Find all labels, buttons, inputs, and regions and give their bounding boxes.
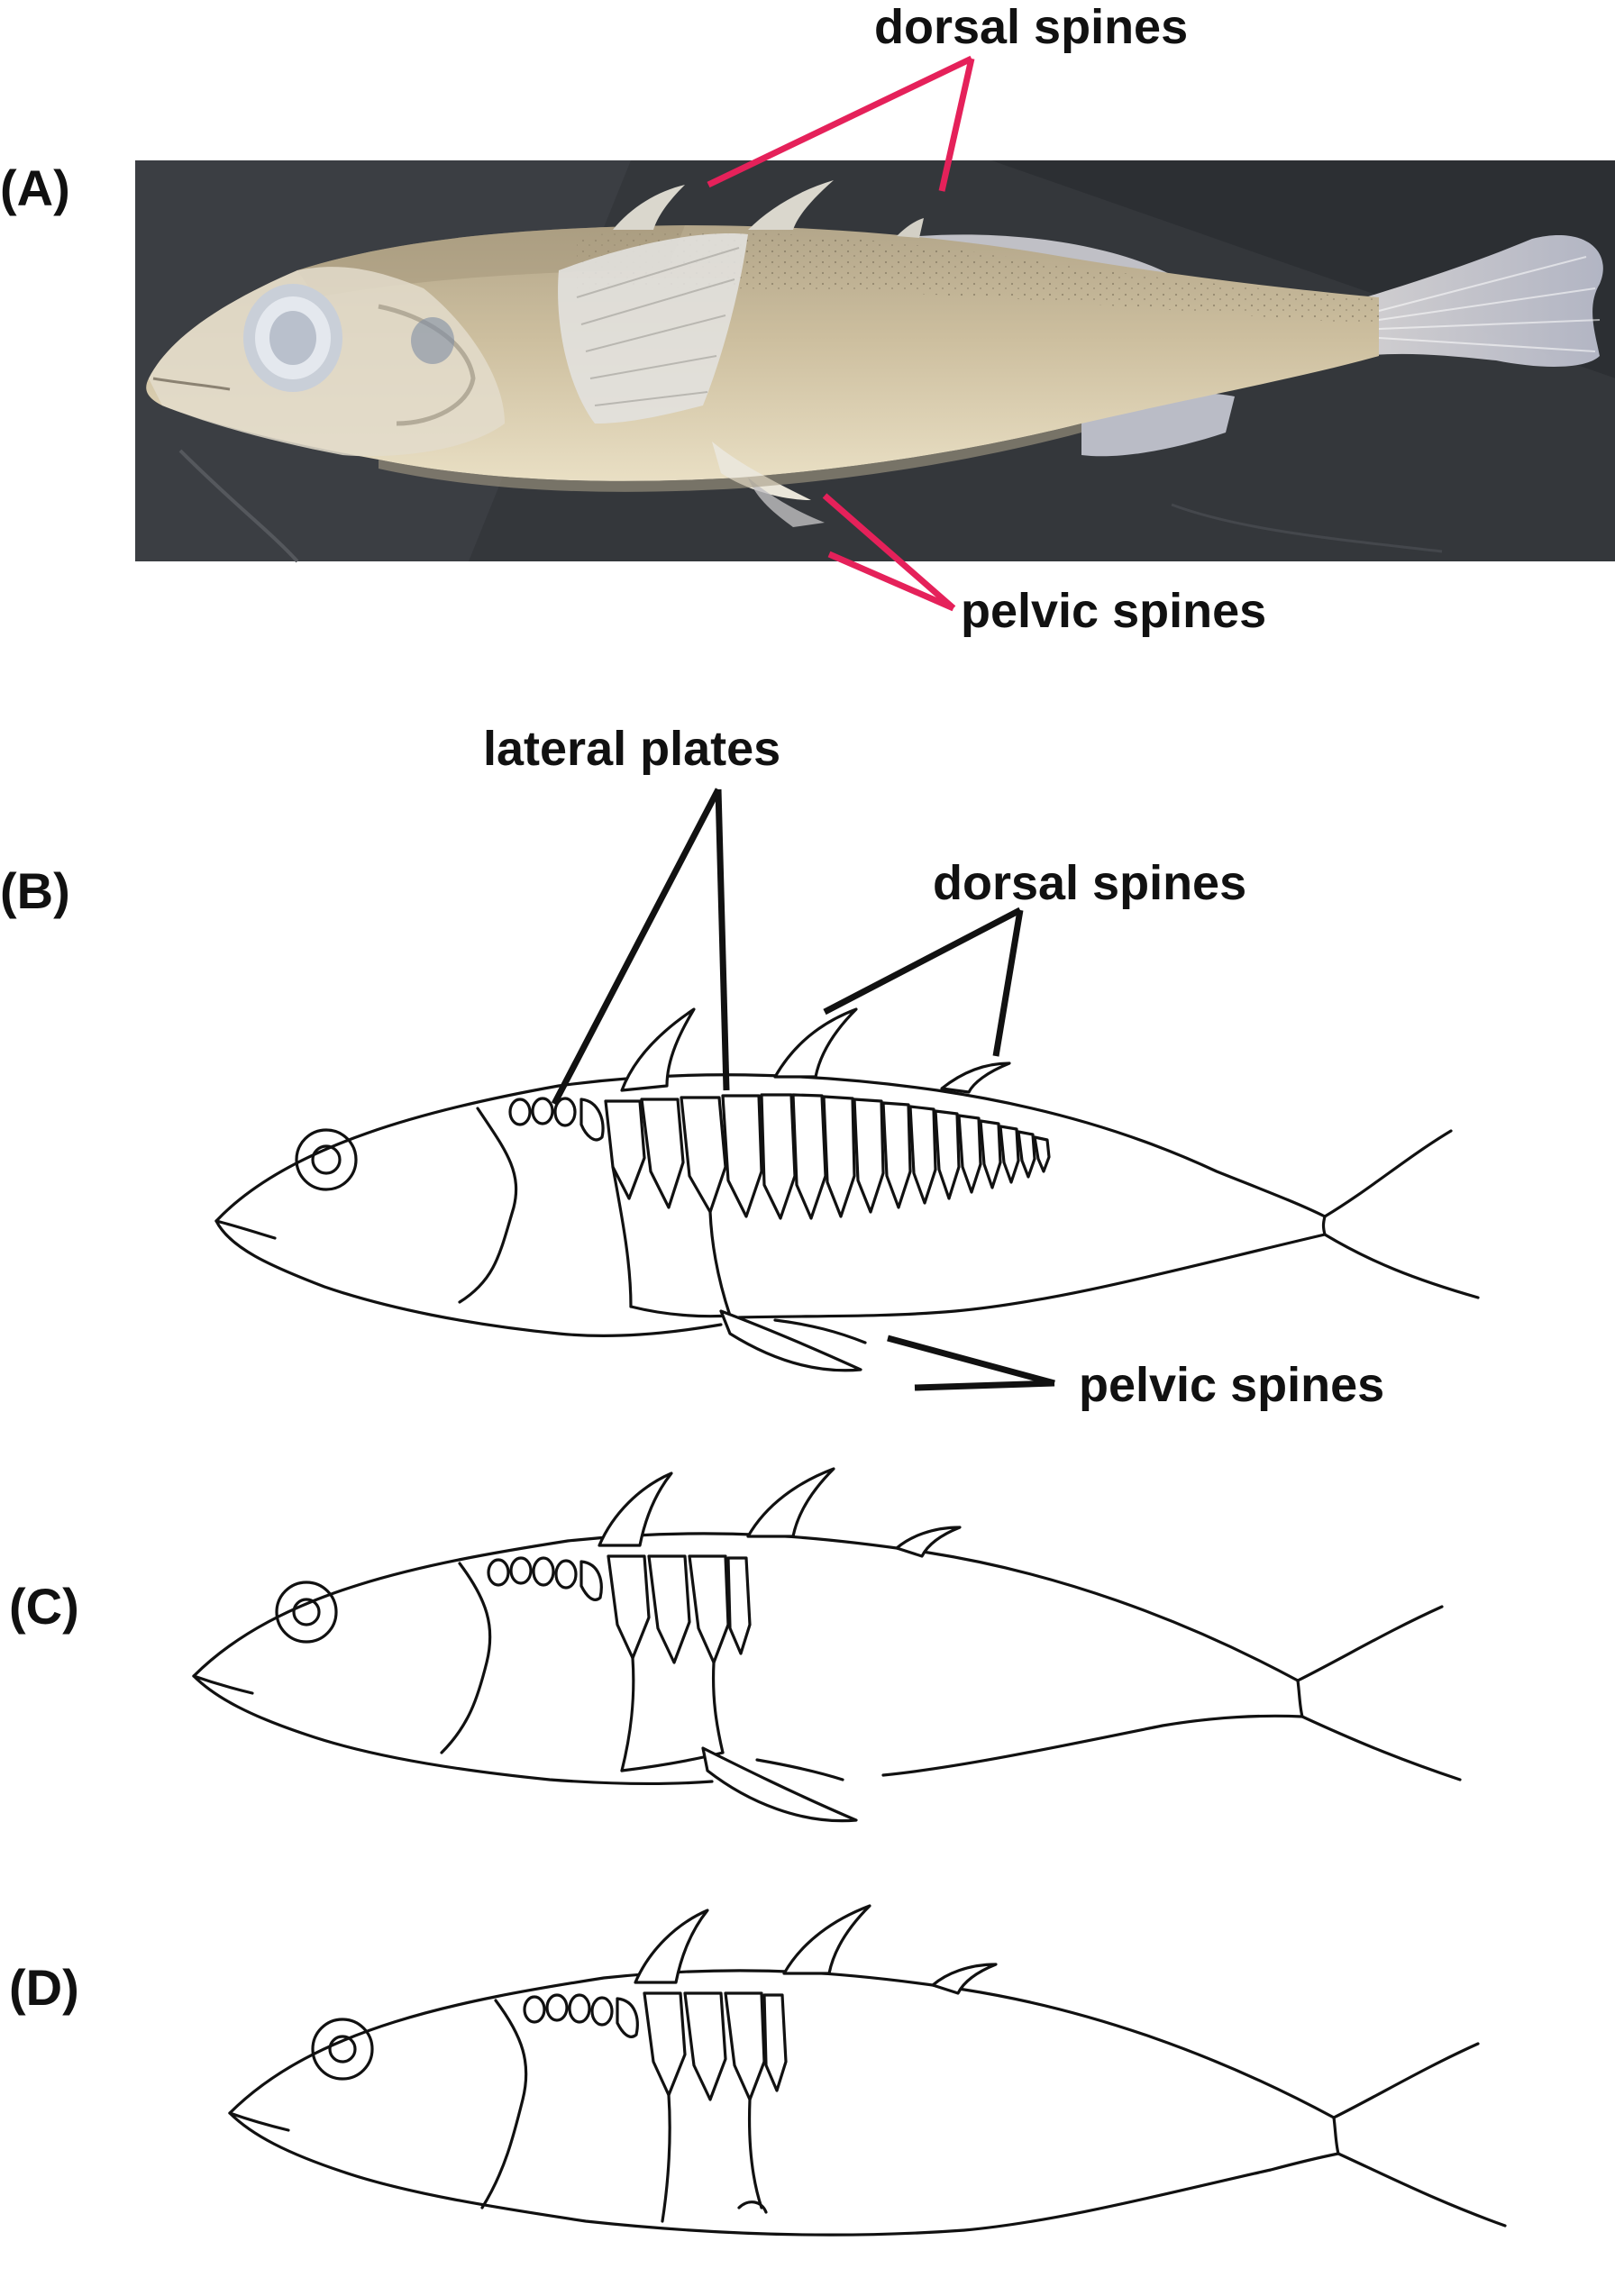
panel-a: (A): [0, 0, 1615, 638]
callout-dorsal-photo: dorsal spines: [707, 0, 1188, 192]
callout-pelvic-photo: pelvic spines: [822, 493, 1266, 638]
fish-drawing-d: [228, 1904, 1507, 2237]
panel-a-label: (A): [0, 159, 70, 216]
panel-b: (B): [0, 722, 1480, 1412]
panel-c: (C): [9, 1467, 1462, 1823]
callout-pelvic-drawing: pelvic spines: [887, 1335, 1384, 1412]
callout-lateral-text: lateral plates: [483, 722, 780, 776]
panel-b-label: (B): [0, 862, 70, 919]
fish-drawing-c: [192, 1467, 1462, 1823]
callout-dorsal-drawing: dorsal spines: [823, 856, 1246, 1057]
panel-d: (D): [9, 1904, 1507, 2237]
callout-dorsal-drawing-text: dorsal spines: [933, 856, 1246, 910]
panel-c-label: (C): [9, 1578, 79, 1635]
fish-photo: [135, 160, 1615, 563]
callout-pelvic-photo-text: pelvic spines: [961, 584, 1266, 638]
callout-lateral: lateral plates: [483, 722, 780, 1106]
panel-d-label: (D): [9, 1959, 79, 2016]
callout-dorsal-photo-text: dorsal spines: [874, 0, 1188, 54]
fish-drawing-b: [214, 1007, 1480, 1372]
callout-pelvic-drawing-text: pelvic spines: [1079, 1358, 1384, 1412]
